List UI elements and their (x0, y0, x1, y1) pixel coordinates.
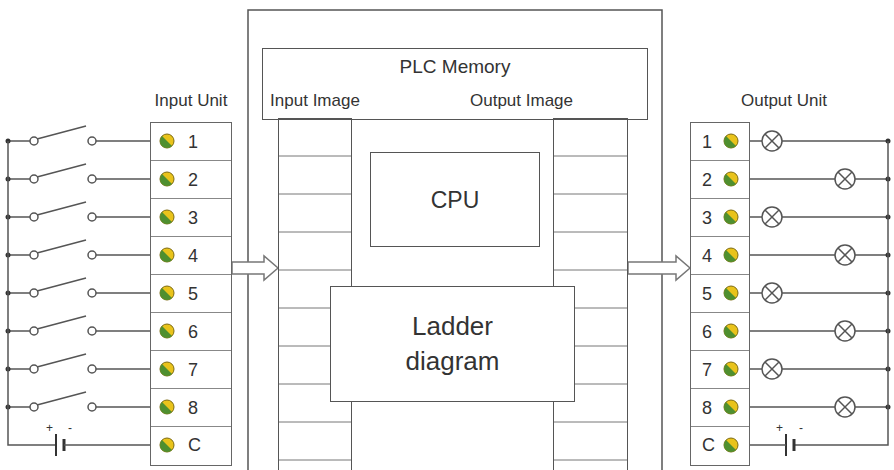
output-common-wire (794, 141, 888, 445)
box-title: Ladder diagram (378, 309, 528, 379)
terminal-cell: 3 (691, 199, 749, 237)
lamp-symbol (750, 359, 891, 379)
battery-symbol (55, 434, 57, 456)
box-title: CPU (431, 186, 480, 214)
box-title: PLC Memory (263, 49, 647, 78)
terminal-cell: 7 (151, 351, 231, 389)
polarity-sign: - (799, 421, 803, 435)
terminal-screw (160, 286, 174, 300)
lamp-symbol (750, 207, 891, 227)
terminal-cell: 8 (151, 389, 231, 427)
terminal-number: 3 (702, 199, 712, 237)
terminal-number: 1 (188, 123, 198, 161)
terminal-number: 7 (702, 351, 712, 389)
plc-housing (248, 10, 662, 470)
input-common-wire (64, 444, 150, 446)
hollow-arrow (628, 256, 690, 280)
terminal-screw (724, 400, 738, 414)
terminal-number: 3 (188, 199, 198, 237)
terminal-number: C (188, 427, 201, 464)
lamp-symbol (750, 283, 891, 303)
terminal-cell: 4 (151, 237, 231, 275)
switch-symbol (6, 202, 151, 221)
terminal-cell: 6 (151, 313, 231, 351)
terminal-screw (160, 134, 174, 148)
terminal-screw (160, 324, 174, 338)
terminal-cell: 2 (691, 161, 749, 199)
cpu-box: CPU (370, 152, 540, 247)
terminal-cell: 2 (151, 161, 231, 199)
hollow-arrow (232, 256, 278, 280)
terminal-block: Input Unit12345678C (150, 122, 232, 466)
terminal-cell: 4 (691, 237, 749, 275)
terminal-screw (160, 438, 174, 452)
terminal-screw (724, 438, 738, 452)
terminal-number: 2 (702, 161, 712, 199)
terminal-screw (160, 248, 174, 262)
terminal-number: 5 (702, 275, 712, 313)
terminal-number: 7 (188, 351, 198, 389)
terminal-screw (724, 324, 738, 338)
polarity-sign: + (46, 421, 53, 435)
lamp-symbol (750, 245, 891, 265)
terminal-cell: 5 (691, 275, 749, 313)
terminal-cell: C (691, 427, 749, 464)
terminal-cell: 1 (691, 123, 749, 161)
program-box: Ladder diagram (330, 286, 575, 402)
terminal-cell: 1 (151, 123, 231, 161)
terminal-number: 5 (188, 275, 198, 313)
switch-symbol (6, 126, 151, 145)
terminal-screw (160, 172, 174, 186)
polarity-sign: + (776, 421, 783, 435)
terminal-number: C (702, 427, 715, 464)
switch-symbol (6, 278, 151, 297)
terminal-cell: 6 (691, 313, 749, 351)
lamp-symbol (750, 321, 891, 341)
terminal-screw (160, 400, 174, 414)
image-cell-lines (278, 156, 628, 460)
terminal-screw (724, 134, 738, 148)
terminal-screw (724, 248, 738, 262)
switch-symbol (6, 164, 151, 183)
terminal-number: 8 (188, 389, 198, 427)
lamp-symbol (750, 397, 891, 417)
terminal-cell: 3 (151, 199, 231, 237)
table-heading: Input Image (279, 91, 351, 111)
terminal-number: 4 (702, 237, 712, 275)
terminal-cell: 5 (151, 275, 231, 313)
input-common-wire (8, 141, 56, 445)
terminal-screw (724, 210, 738, 224)
switch-symbol (6, 354, 151, 373)
terminal-cell: C (151, 427, 231, 464)
terminal-cell: 7 (691, 351, 749, 389)
lamp-symbol (750, 131, 891, 151)
unit-heading: Output Unit (741, 91, 799, 111)
polarity-sign: - (68, 421, 72, 435)
unit-heading: Input Unit (151, 91, 231, 111)
terminal-screw (160, 362, 174, 376)
terminal-number: 8 (702, 389, 712, 427)
terminal-screw (724, 172, 738, 186)
terminal-number: 4 (188, 237, 198, 275)
terminal-number: 6 (702, 313, 712, 351)
switch-symbol (6, 240, 151, 259)
terminal-screw (724, 362, 738, 376)
battery-symbol (793, 439, 796, 451)
terminal-block: Output Unit12345678C (690, 122, 750, 466)
terminal-number: 6 (188, 313, 198, 351)
lamp-symbol (750, 169, 891, 189)
terminal-number: 2 (188, 161, 198, 199)
terminal-screw (724, 286, 738, 300)
output-common-wire (750, 444, 786, 446)
table-heading: Output Image (470, 91, 543, 111)
terminal-screw (160, 210, 174, 224)
terminal-number: 1 (702, 123, 712, 161)
terminal-cell: 8 (691, 389, 749, 427)
switch-symbol (6, 316, 151, 335)
switch-symbol (6, 392, 151, 411)
